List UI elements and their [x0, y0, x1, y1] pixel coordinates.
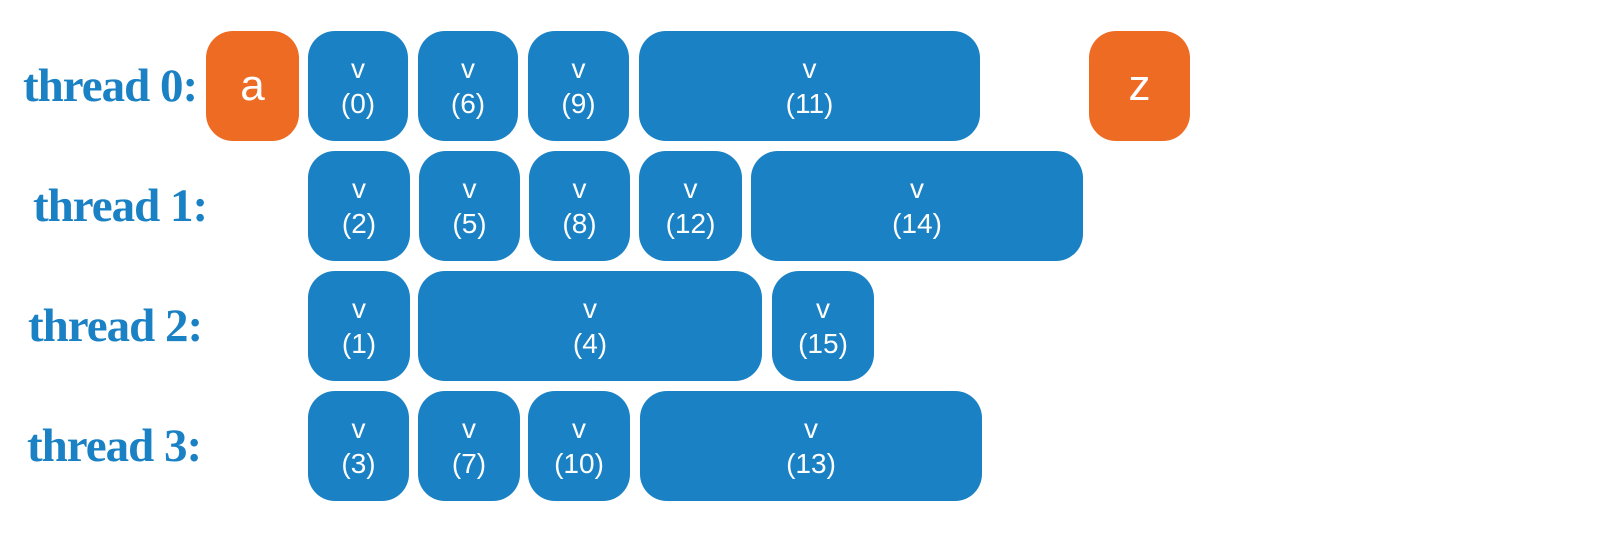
op-block-v-8: v (8)	[529, 151, 630, 261]
op-function-name: v	[462, 413, 476, 444]
marker-block-z: z	[1089, 31, 1190, 141]
op-index: (3)	[341, 448, 376, 479]
op-block-v-7: v (7)	[418, 391, 520, 501]
op-index: (0)	[340, 88, 376, 119]
row-label-thread-3: thread 3:	[27, 420, 202, 472]
op-index: (12)	[665, 208, 716, 239]
op-function-name: v	[572, 173, 587, 204]
op-index: (5)	[452, 208, 487, 239]
marker-block-a: a	[206, 31, 299, 141]
op-block-v-4: v (4)	[418, 271, 762, 381]
op-block-v-3: v (3)	[308, 391, 409, 501]
op-block-v-15: v (15)	[772, 271, 874, 381]
op-block-v-9: v (9)	[528, 31, 629, 141]
op-index: (6)	[450, 88, 486, 119]
op-index: (14)	[892, 208, 942, 239]
op-function-name: v	[571, 53, 586, 84]
op-block-v-10: v (10)	[528, 391, 630, 501]
op-function-name: v	[683, 173, 698, 204]
op-block-v-6: v (6)	[418, 31, 518, 141]
op-block-v-12: v (12)	[639, 151, 742, 261]
op-index: (7)	[451, 448, 487, 479]
op-function-name: v	[352, 173, 366, 204]
op-index: (10)	[554, 448, 604, 479]
row-label-thread-2: thread 2:	[28, 300, 203, 352]
op-index: (4)	[572, 328, 608, 359]
op-block-v-1: v (1)	[308, 271, 410, 381]
op-block-v-0: v (0)	[308, 31, 408, 141]
row-label-thread-0: thread 0:	[23, 60, 198, 112]
op-block-v-14: v (14)	[751, 151, 1083, 261]
op-index: (2)	[341, 208, 377, 239]
row-label-thread-1: thread 1:	[33, 180, 208, 232]
op-function-name: v	[351, 53, 365, 84]
marker-letter: z	[1128, 61, 1151, 110]
op-index: (8)	[562, 208, 597, 239]
op-block-v-2: v (2)	[308, 151, 410, 261]
op-index: (13)	[786, 448, 836, 479]
op-function-name: v	[352, 293, 366, 324]
op-function-name: v	[461, 53, 475, 84]
op-block-v-11: v (11)	[639, 31, 980, 141]
op-block-v-5: v (5)	[419, 151, 520, 261]
op-function-name: v	[802, 53, 817, 84]
op-function-name: v	[583, 293, 597, 324]
op-function-name: v	[351, 413, 366, 444]
op-block-v-13: v (13)	[640, 391, 982, 501]
op-function-name: v	[804, 413, 818, 444]
op-index: (11)	[785, 88, 834, 119]
marker-letter: a	[240, 61, 265, 110]
op-function-name: v	[572, 413, 586, 444]
op-index: (1)	[341, 328, 377, 359]
op-index: (15)	[798, 328, 848, 359]
op-function-name: v	[816, 293, 830, 324]
op-function-name: v	[462, 173, 477, 204]
op-function-name: v	[910, 173, 924, 204]
op-index: (9)	[561, 88, 596, 119]
